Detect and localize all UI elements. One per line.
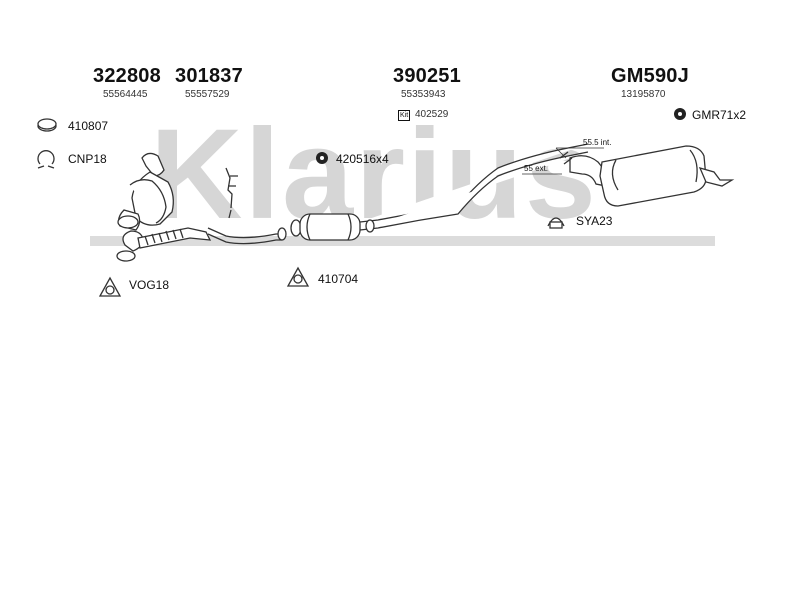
oe-number-4: 13195870 — [621, 89, 666, 100]
dimension-ext-label: 55 ext. — [524, 164, 549, 173]
bolt-icon-1 — [316, 152, 328, 164]
kit-badge: Kit — [398, 110, 411, 121]
fitting-label-7: GMR71x2 — [692, 108, 747, 122]
part-number-1: 322808 — [93, 65, 161, 87]
clamp-icon — [37, 118, 57, 132]
front-pipe — [116, 227, 212, 262]
intermediate-pipe — [207, 167, 287, 245]
fitting-label-2: CNP18 — [68, 152, 107, 166]
oe-number-1: 55564445 — [103, 89, 148, 100]
fitting-label-6: SYA23 — [576, 214, 613, 228]
fitting-label-1: 410807 — [68, 119, 109, 133]
kit-number: 402529 — [415, 109, 449, 120]
part-number-2: 301837 — [175, 65, 243, 87]
clip-icon — [37, 150, 55, 169]
part-number-4: GM590J — [611, 65, 689, 87]
dimension-int-label: 55.5 int. — [583, 138, 612, 147]
rear-silencer — [559, 145, 735, 207]
bolt-icon-2 — [674, 108, 686, 120]
oe-number-2: 55557529 — [185, 89, 230, 100]
oe-number-3: 55353943 — [401, 89, 446, 100]
gasket-icon-1 — [98, 276, 122, 297]
catalytic-converter — [117, 152, 174, 231]
watermark-bar — [90, 236, 715, 246]
mounting-rubber-icon — [547, 217, 565, 229]
fitting-label-5: 410704 — [318, 272, 359, 286]
fitting-label-4: 420516x4 — [336, 152, 389, 166]
fitting-label-3: VOG18 — [129, 278, 170, 292]
dimension-lines — [522, 147, 604, 175]
gasket-icon-2 — [286, 266, 310, 287]
part-number-3: 390251 — [393, 65, 461, 87]
centre-silencer — [290, 143, 589, 241]
